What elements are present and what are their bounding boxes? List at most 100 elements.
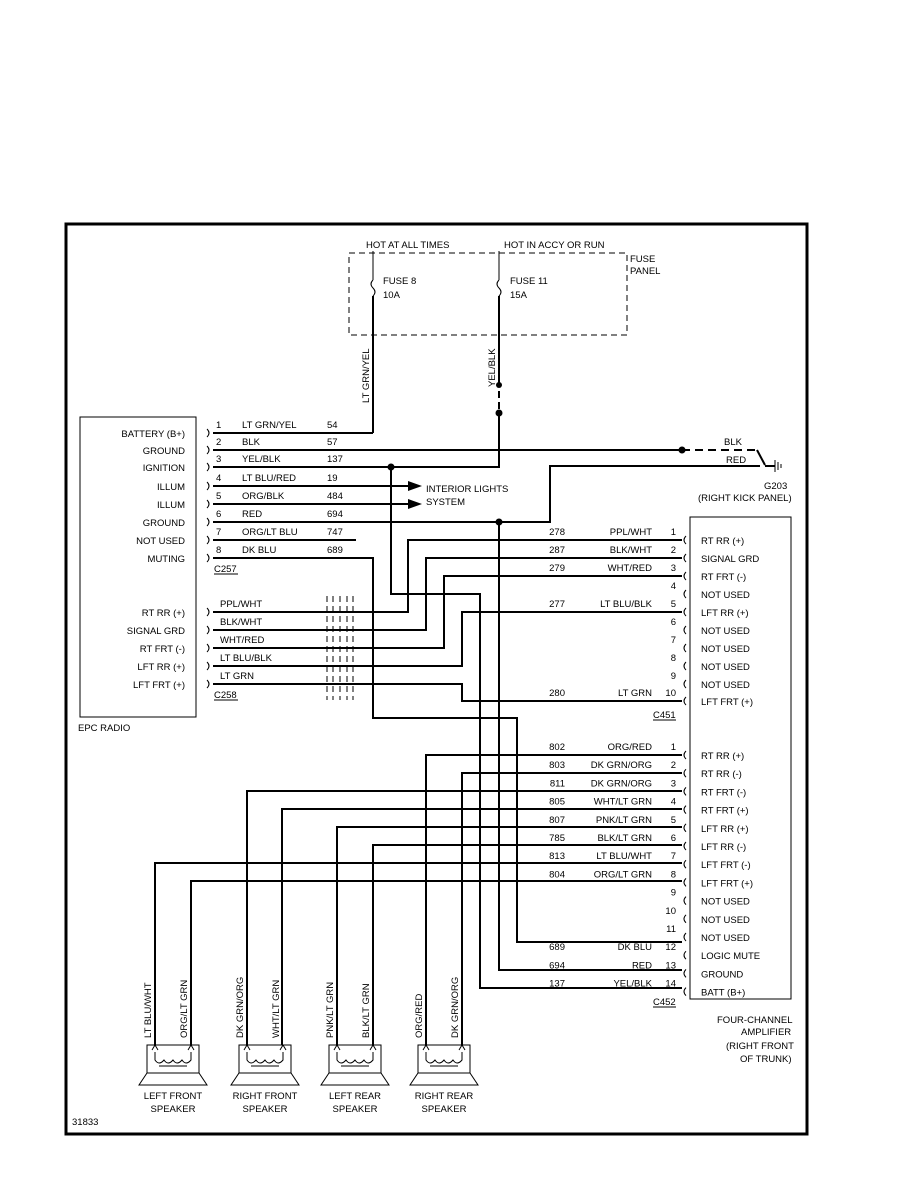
circuit-number: 279 <box>549 563 565 574</box>
fuse-8-amp: 10A <box>383 290 401 301</box>
radio-pin-number: 5 <box>216 491 221 502</box>
hot-accy-label: HOT IN ACCY OR RUN <box>504 240 605 251</box>
amp-pin-function: NOT USED <box>701 590 750 601</box>
circuit-number: 484 <box>327 491 343 502</box>
amp-pin-function: RT RR (-) <box>701 769 742 780</box>
pin-terminal <box>683 589 687 599</box>
amp-pin-function: NOT USED <box>701 644 750 655</box>
pin-terminal <box>683 768 687 778</box>
circuit-number: 54 <box>327 420 338 431</box>
pin-terminal <box>683 625 687 635</box>
circuit-number: 19 <box>327 473 338 484</box>
amp-pin-function: RT FRT (-) <box>701 787 746 798</box>
circuit-number: 694 <box>549 960 565 971</box>
c258-row: LFT FRT (+)LT GRN <box>133 671 254 691</box>
c257-label: C257 <box>214 564 237 575</box>
amp-pin-function: LFT FRT (+) <box>701 697 753 708</box>
pin-terminal <box>206 553 210 563</box>
ground-icon <box>765 460 782 472</box>
circuit-number: 805 <box>549 797 565 808</box>
c258-wires <box>213 539 682 702</box>
radio-pin-function: RT RR (+) <box>142 608 185 619</box>
speaker-wire-label: DK GRN/ORG <box>235 977 246 1038</box>
amp-pin-function: NOT USED <box>701 626 750 637</box>
amp-pin-number: 10 <box>665 906 676 917</box>
pin-terminal <box>206 499 210 509</box>
speaker-name-2: SPEAKER <box>333 1104 378 1115</box>
pin-terminal <box>206 643 210 653</box>
circuit-number: 277 <box>549 599 565 610</box>
pin-terminal <box>206 607 210 617</box>
pin-terminal <box>683 878 687 887</box>
wire-color-label: LT BLU/WHT <box>596 851 652 862</box>
amp-pin-function: RT FRT (+) <box>701 806 749 817</box>
c258-row: RT RR (+)PPL/WHT <box>142 599 263 619</box>
fuse-11-icon <box>496 279 502 297</box>
ground-red: RED <box>726 455 746 466</box>
amp-pin-number: 2 <box>671 760 676 771</box>
wire-color-label: YEL/BLK <box>613 979 652 990</box>
speaker-wire-label: PNK/LT GRN <box>325 982 336 1038</box>
ground-blk: BLK <box>724 437 743 448</box>
ground-location: (RIGHT KICK PANEL) <box>698 493 792 504</box>
pin-terminal <box>683 841 687 851</box>
wire-color-label: YEL/BLK <box>242 454 281 465</box>
wire-color-label: BLK <box>242 437 261 448</box>
fuse-8-name: FUSE 8 <box>383 276 416 287</box>
diagram-id: 31833 <box>72 1117 98 1128</box>
circuit-number: 280 <box>549 688 565 699</box>
wire-color-label: ORG/LT BLU <box>242 527 298 538</box>
ground-name: G203 <box>764 481 787 492</box>
amp-pin-function: LFT RR (+) <box>701 608 749 619</box>
speaker-name-2: SPEAKER <box>422 1104 467 1115</box>
circuit-number: 689 <box>549 942 565 953</box>
amp-pin-function: RT FRT (-) <box>701 572 746 583</box>
amp-pin-function: GROUND <box>701 969 743 980</box>
circuit-number: 804 <box>549 869 565 880</box>
speaker-wires <box>154 754 682 1045</box>
amp-pin-function: RT RR (+) <box>701 536 744 547</box>
radio-pin-number: 7 <box>216 527 221 538</box>
radio-pin-number: 6 <box>216 509 221 520</box>
amp-pin-function: NOT USED <box>701 915 750 926</box>
amp-line4: OF TRUNK) <box>740 1054 792 1065</box>
pin-terminal <box>683 914 687 924</box>
wire-color-label: LT GRN/YEL <box>242 420 297 431</box>
pin-terminal <box>683 750 687 760</box>
c258-row: RT FRT (-)WHT/RED <box>140 635 265 655</box>
speaker-name-2: SPEAKER <box>151 1104 196 1115</box>
arrow-icon <box>408 481 422 491</box>
wire-color-label: DK BLU <box>618 942 652 953</box>
speaker-wire-label: BLK/LT GRN <box>361 983 372 1038</box>
radio-pin-function: ILLUM <box>157 500 185 511</box>
speaker-icon <box>409 1044 479 1086</box>
wire-color-label: LT BLU/BLK <box>600 599 653 610</box>
wire-color-label: RED <box>632 960 652 971</box>
pin-terminal <box>683 607 687 617</box>
pin-terminal <box>683 787 687 796</box>
c258-row: LFT RR (+)LT BLU/BLK <box>137 653 272 673</box>
radio-pin-function: RT FRT (-) <box>140 644 185 655</box>
circuit-number: 785 <box>549 833 565 844</box>
speaker-name-1: RIGHT FRONT <box>233 1091 298 1102</box>
pin-terminal <box>683 553 687 563</box>
circuit-number: 137 <box>327 454 343 465</box>
circuit-number: 689 <box>327 545 343 556</box>
hot-all-label: HOT AT ALL TIMES <box>366 240 449 251</box>
circuit-number: 57 <box>327 437 338 448</box>
amp-pin-function: SIGNAL GRD <box>701 554 759 565</box>
radio-name: EPC RADIO <box>78 723 130 734</box>
